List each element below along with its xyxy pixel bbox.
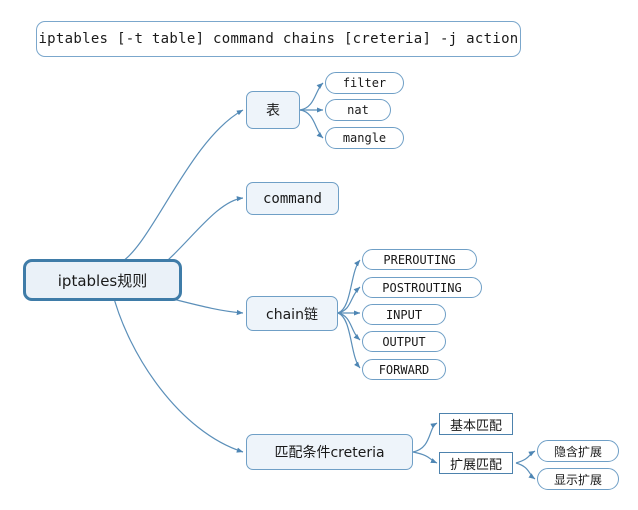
branch-node-table-label: 表 (266, 103, 280, 119)
branch-node-command[interactable]: command (246, 182, 339, 215)
edge-chain-prerouting (337, 259, 361, 314)
edge-creteria-basic (412, 422, 438, 453)
syntax-banner-text: iptables [-t table] command chains [cret… (38, 31, 519, 47)
leaf-node-explicit-extension[interactable]: 显示扩展 (537, 468, 619, 490)
leaf-node-forward[interactable]: FORWARD (362, 359, 446, 380)
leaf-node-implicit-extension-label: 隐含扩展 (553, 444, 602, 459)
edge-chain-output (337, 312, 361, 341)
branch-node-creteria[interactable]: 匹配条件creteria (246, 434, 413, 470)
branch-node-chain-label: chain链 (266, 306, 318, 323)
root-node-label: iptables规则 (57, 271, 148, 290)
leaf-node-basic-match-label: 基本匹配 (449, 418, 502, 434)
leaf-node-filter[interactable]: filter (325, 72, 404, 94)
leaf-node-mangle-label: mangle (342, 131, 387, 145)
leaf-node-filter-label: filter (342, 76, 387, 90)
branch-node-table[interactable]: 表 (246, 91, 300, 129)
edge-chain-forward (337, 312, 361, 369)
leaf-node-explicit-extension-label: 显示扩展 (553, 472, 602, 487)
leaf-node-implicit-extension[interactable]: 隐含扩展 (537, 440, 619, 462)
edge-root-creteria (111, 290, 244, 453)
branch-node-creteria-label: 匹配条件creteria (274, 445, 385, 461)
leaf-node-input-label: INPUT (385, 307, 423, 322)
leaf-node-forward-label: FORWARD (378, 362, 430, 377)
branch-node-chain[interactable]: chain链 (246, 296, 338, 331)
leaf-node-input[interactable]: INPUT (362, 304, 446, 325)
leaf-node-extended-match-label: 扩展匹配 (449, 457, 502, 473)
leaf-node-postrouting[interactable]: POSTROUTING (362, 277, 482, 298)
root-node[interactable]: iptables规则 (23, 259, 182, 301)
leaf-node-mangle[interactable]: mangle (325, 127, 404, 149)
edge-extend-implicit (515, 450, 536, 464)
edge-creteria-extend (412, 451, 438, 464)
edge-root-table (117, 109, 244, 265)
leaf-node-basic-match[interactable]: 基本匹配 (439, 413, 513, 435)
edge-table-filter (299, 82, 324, 111)
leaf-node-postrouting-label: POSTROUTING (382, 280, 462, 295)
leaf-node-prerouting-label: PREROUTING (383, 252, 456, 267)
leaf-node-extended-match[interactable]: 扩展匹配 (439, 452, 513, 474)
leaf-node-nat[interactable]: nat (325, 99, 391, 121)
branch-node-command-label: command (262, 190, 322, 207)
edge-table-mangle (299, 109, 324, 139)
leaf-node-prerouting[interactable]: PREROUTING (362, 249, 477, 270)
leaf-node-output[interactable]: OUTPUT (362, 331, 446, 352)
syntax-banner: iptables [-t table] command chains [cret… (36, 21, 521, 57)
leaf-node-nat-label: nat (347, 103, 369, 117)
leaf-node-output-label: OUTPUT (382, 334, 426, 349)
edge-extend-explicit (515, 462, 536, 480)
edge-chain-postrouting (337, 286, 361, 314)
